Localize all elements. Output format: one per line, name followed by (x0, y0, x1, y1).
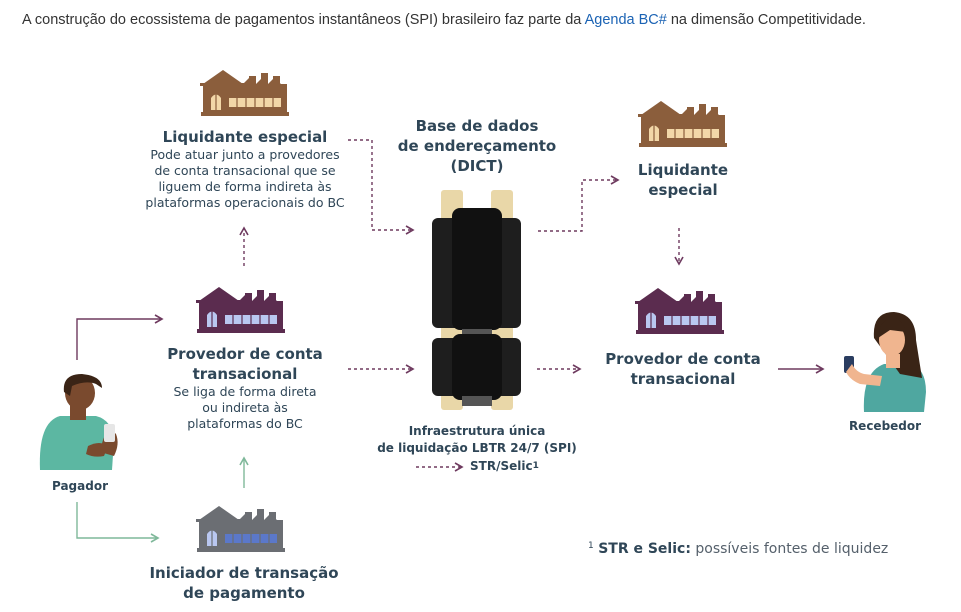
agenda-bc-link[interactable]: Agenda BC# (584, 12, 667, 28)
building-liquidante-left-icon (200, 70, 289, 116)
intro-after: na dimensão Competitividade. (666, 12, 866, 28)
recebedor-label: Recebedor (848, 419, 922, 433)
provedor-left-desc-1: Se liga de forma direta (173, 384, 317, 399)
provedor-left-desc-3: plataformas do BC (187, 416, 303, 431)
str-selic-sup: 1 (532, 461, 539, 471)
iniciador-label: Iniciador de transação de pagamento (134, 563, 354, 603)
str-selic-text: STR/Selic (470, 459, 533, 473)
liquidante-left-desc-1: Pode atuar junto a provedores (150, 147, 340, 162)
footnote-text: possíveis fontes de liquidez (690, 541, 889, 557)
pagador-label: Pagador (51, 479, 108, 493)
iniciador-title-1: Iniciador de transação (149, 564, 339, 582)
iniciador-title-2: de pagamento (183, 584, 305, 602)
provedor-left-desc-2: ou indireta às (202, 400, 288, 415)
provedor-right-title-1: Provedor de conta (605, 350, 761, 368)
recebedor-person-icon (844, 312, 926, 412)
building-iniciador-icon (196, 506, 285, 552)
infra-title-1: Infraestrutura única (408, 424, 546, 438)
footnote: 1 STR e Selic: possíveis fontes de liqui… (588, 541, 888, 557)
dict-label: Base de dados de endereçamento (DICT) (382, 116, 572, 176)
liquidante-left-desc-4: plataformas operacionais do BC (145, 195, 345, 210)
infra-label: Infraestrutura única de liquidação LBTR … (367, 423, 587, 457)
building-provedor-left-icon (196, 287, 285, 333)
provedor-left-title-1: Provedor de conta (167, 345, 323, 363)
intro-before: A construção do ecossistema de pagamento… (22, 12, 585, 28)
str-selic-label: STR/Selic1 (470, 458, 539, 475)
liquidante-left-title: Liquidante especial (162, 128, 328, 146)
dict-title-3: (DICT) (450, 157, 504, 175)
central-infrastructure-icon (432, 190, 521, 410)
infra-title-2: de liquidação LBTR 24/7 (SPI) (377, 441, 577, 455)
building-liquidante-right-icon (638, 101, 727, 147)
liquidante-left-desc-2: de conta transacional que se (154, 163, 336, 178)
liquidante-right-label: Liquidante especial (603, 160, 763, 200)
liquidante-right-title-1: Liquidante (637, 161, 729, 179)
provedor-left-title-2: transacional (192, 365, 298, 383)
provedor-right-label: Provedor de conta transacional (588, 349, 778, 389)
dict-title-2: de endereçamento (397, 137, 557, 155)
dict-title-1: Base de dados (415, 117, 539, 135)
footnote-bold: STR e Selic: (598, 541, 691, 557)
liquidante-left-desc-3: liguem de forma indireta às (158, 179, 332, 194)
flow-arrows (76, 139, 825, 543)
footnote-marker: 1 (588, 541, 594, 551)
liquidante-left-label: Liquidante especial Pode atuar junto a p… (130, 127, 360, 211)
liquidante-right-title-2: especial (648, 181, 718, 199)
building-provedor-right-icon (635, 288, 724, 334)
intro-text: A construção do ecossistema de pagamento… (22, 12, 866, 28)
provedor-left-label: Provedor de conta transacional Se liga d… (140, 344, 350, 432)
provedor-right-title-2: transacional (630, 370, 736, 388)
pagador-person-icon (39, 374, 118, 470)
